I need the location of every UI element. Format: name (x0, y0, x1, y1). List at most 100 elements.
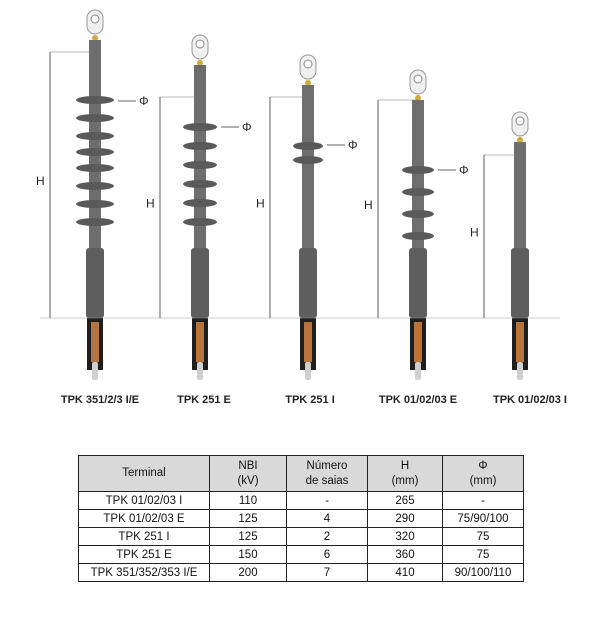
shed (183, 218, 217, 226)
connector (517, 137, 523, 143)
h-label: H (146, 197, 155, 211)
shed (76, 96, 114, 104)
table-cell: TPK 01/02/03 I (78, 491, 210, 510)
shed (183, 199, 217, 207)
table-cell: TPK 251 E (78, 545, 210, 564)
table-cell: TPK 351/352/353 I/E (78, 563, 210, 582)
table-cell: TPK 01/02/03 E (78, 509, 210, 528)
table-cell: 290 (367, 509, 443, 528)
header-line-2: (kV) (237, 474, 259, 487)
terminal-5: H (470, 111, 529, 380)
shed (183, 142, 217, 150)
terminal-1: HΦ (36, 9, 149, 380)
header-line-1: NBI (238, 459, 258, 472)
terminal-label: TPK 01/02/03 E (378, 394, 458, 406)
shed (76, 114, 114, 122)
connector (305, 80, 311, 86)
column-header: Número de saias (286, 455, 368, 492)
phi-label: Φ (348, 138, 358, 152)
shed (76, 182, 114, 190)
table-cell: 150 (209, 545, 287, 564)
h-label: H (364, 198, 373, 212)
lug-hole (90, 14, 100, 24)
copper-braid (91, 322, 99, 362)
h-label: H (256, 197, 265, 211)
shed (293, 156, 323, 164)
stress-cone (409, 248, 427, 318)
phi-label: Φ (242, 120, 252, 134)
terminal-label: TPK 01/02/03 I (493, 394, 567, 406)
shed (76, 164, 114, 172)
shed (402, 188, 434, 196)
column-header: Φ (mm) (442, 455, 524, 492)
table-cell: 200 (209, 563, 287, 582)
table-cell: - (442, 491, 524, 510)
copper-braid (414, 322, 422, 362)
header-line-2: (mm) (391, 474, 419, 487)
ground-lug (305, 362, 311, 380)
column-header: Terminal (78, 455, 210, 492)
table-cell: - (286, 491, 368, 510)
table-cell: 90/100/110 (442, 563, 524, 582)
connector (415, 95, 421, 101)
lug-hole (413, 74, 423, 84)
connector (92, 35, 98, 41)
stress-cone (511, 248, 529, 318)
stress-cone (86, 248, 104, 318)
terminal-label: TPK 251 I (285, 394, 335, 406)
table-cell: 4 (286, 509, 368, 528)
table-cell: 320 (367, 527, 443, 546)
lug-hole (515, 116, 525, 126)
lug-hole (303, 59, 313, 69)
shed (76, 148, 114, 156)
header-line-1: H (400, 459, 410, 472)
table-cell: 6 (286, 545, 368, 564)
table-cell: 75 (442, 545, 524, 564)
shed (293, 142, 323, 150)
shed (402, 232, 434, 240)
table-cell: 110 (209, 491, 287, 510)
connector (197, 60, 203, 66)
shed (76, 218, 114, 226)
table-cell: 410 (367, 563, 443, 582)
h-label: H (470, 226, 479, 240)
column-header: NBI (kV) (209, 455, 287, 492)
header-line-1: Φ (478, 459, 488, 472)
header-line-2: de saias (305, 474, 349, 487)
terminal-3: HΦ (256, 54, 358, 380)
header-line-2: (mm) (469, 474, 497, 487)
terminal-2: HΦ (146, 34, 252, 380)
lug-hole (195, 39, 205, 49)
phi-label: Φ (459, 163, 469, 177)
copper-braid (196, 322, 204, 362)
shed (76, 200, 114, 208)
table-cell: 2 (286, 527, 368, 546)
terminal-label: TPK 251 E (177, 394, 231, 406)
ground-lug (415, 362, 421, 380)
copper-braid (516, 322, 524, 362)
shed (183, 161, 217, 169)
ground-lug (92, 362, 98, 380)
shed (183, 123, 217, 131)
h-label: H (36, 174, 45, 188)
stress-cone (299, 248, 317, 318)
header-line-1: Terminal (122, 467, 166, 479)
header-line-1: Número (306, 459, 348, 472)
ground-lug (517, 362, 523, 380)
terminal-label: TPK 351/2/3 I/E (60, 394, 140, 406)
shed (402, 166, 434, 174)
table-cell: 265 (367, 491, 443, 510)
shed (402, 210, 434, 218)
shed (76, 132, 114, 140)
table-cell: 125 (209, 509, 287, 528)
table-cell: 125 (209, 527, 287, 546)
table-cell: 75/90/100 (442, 509, 524, 528)
